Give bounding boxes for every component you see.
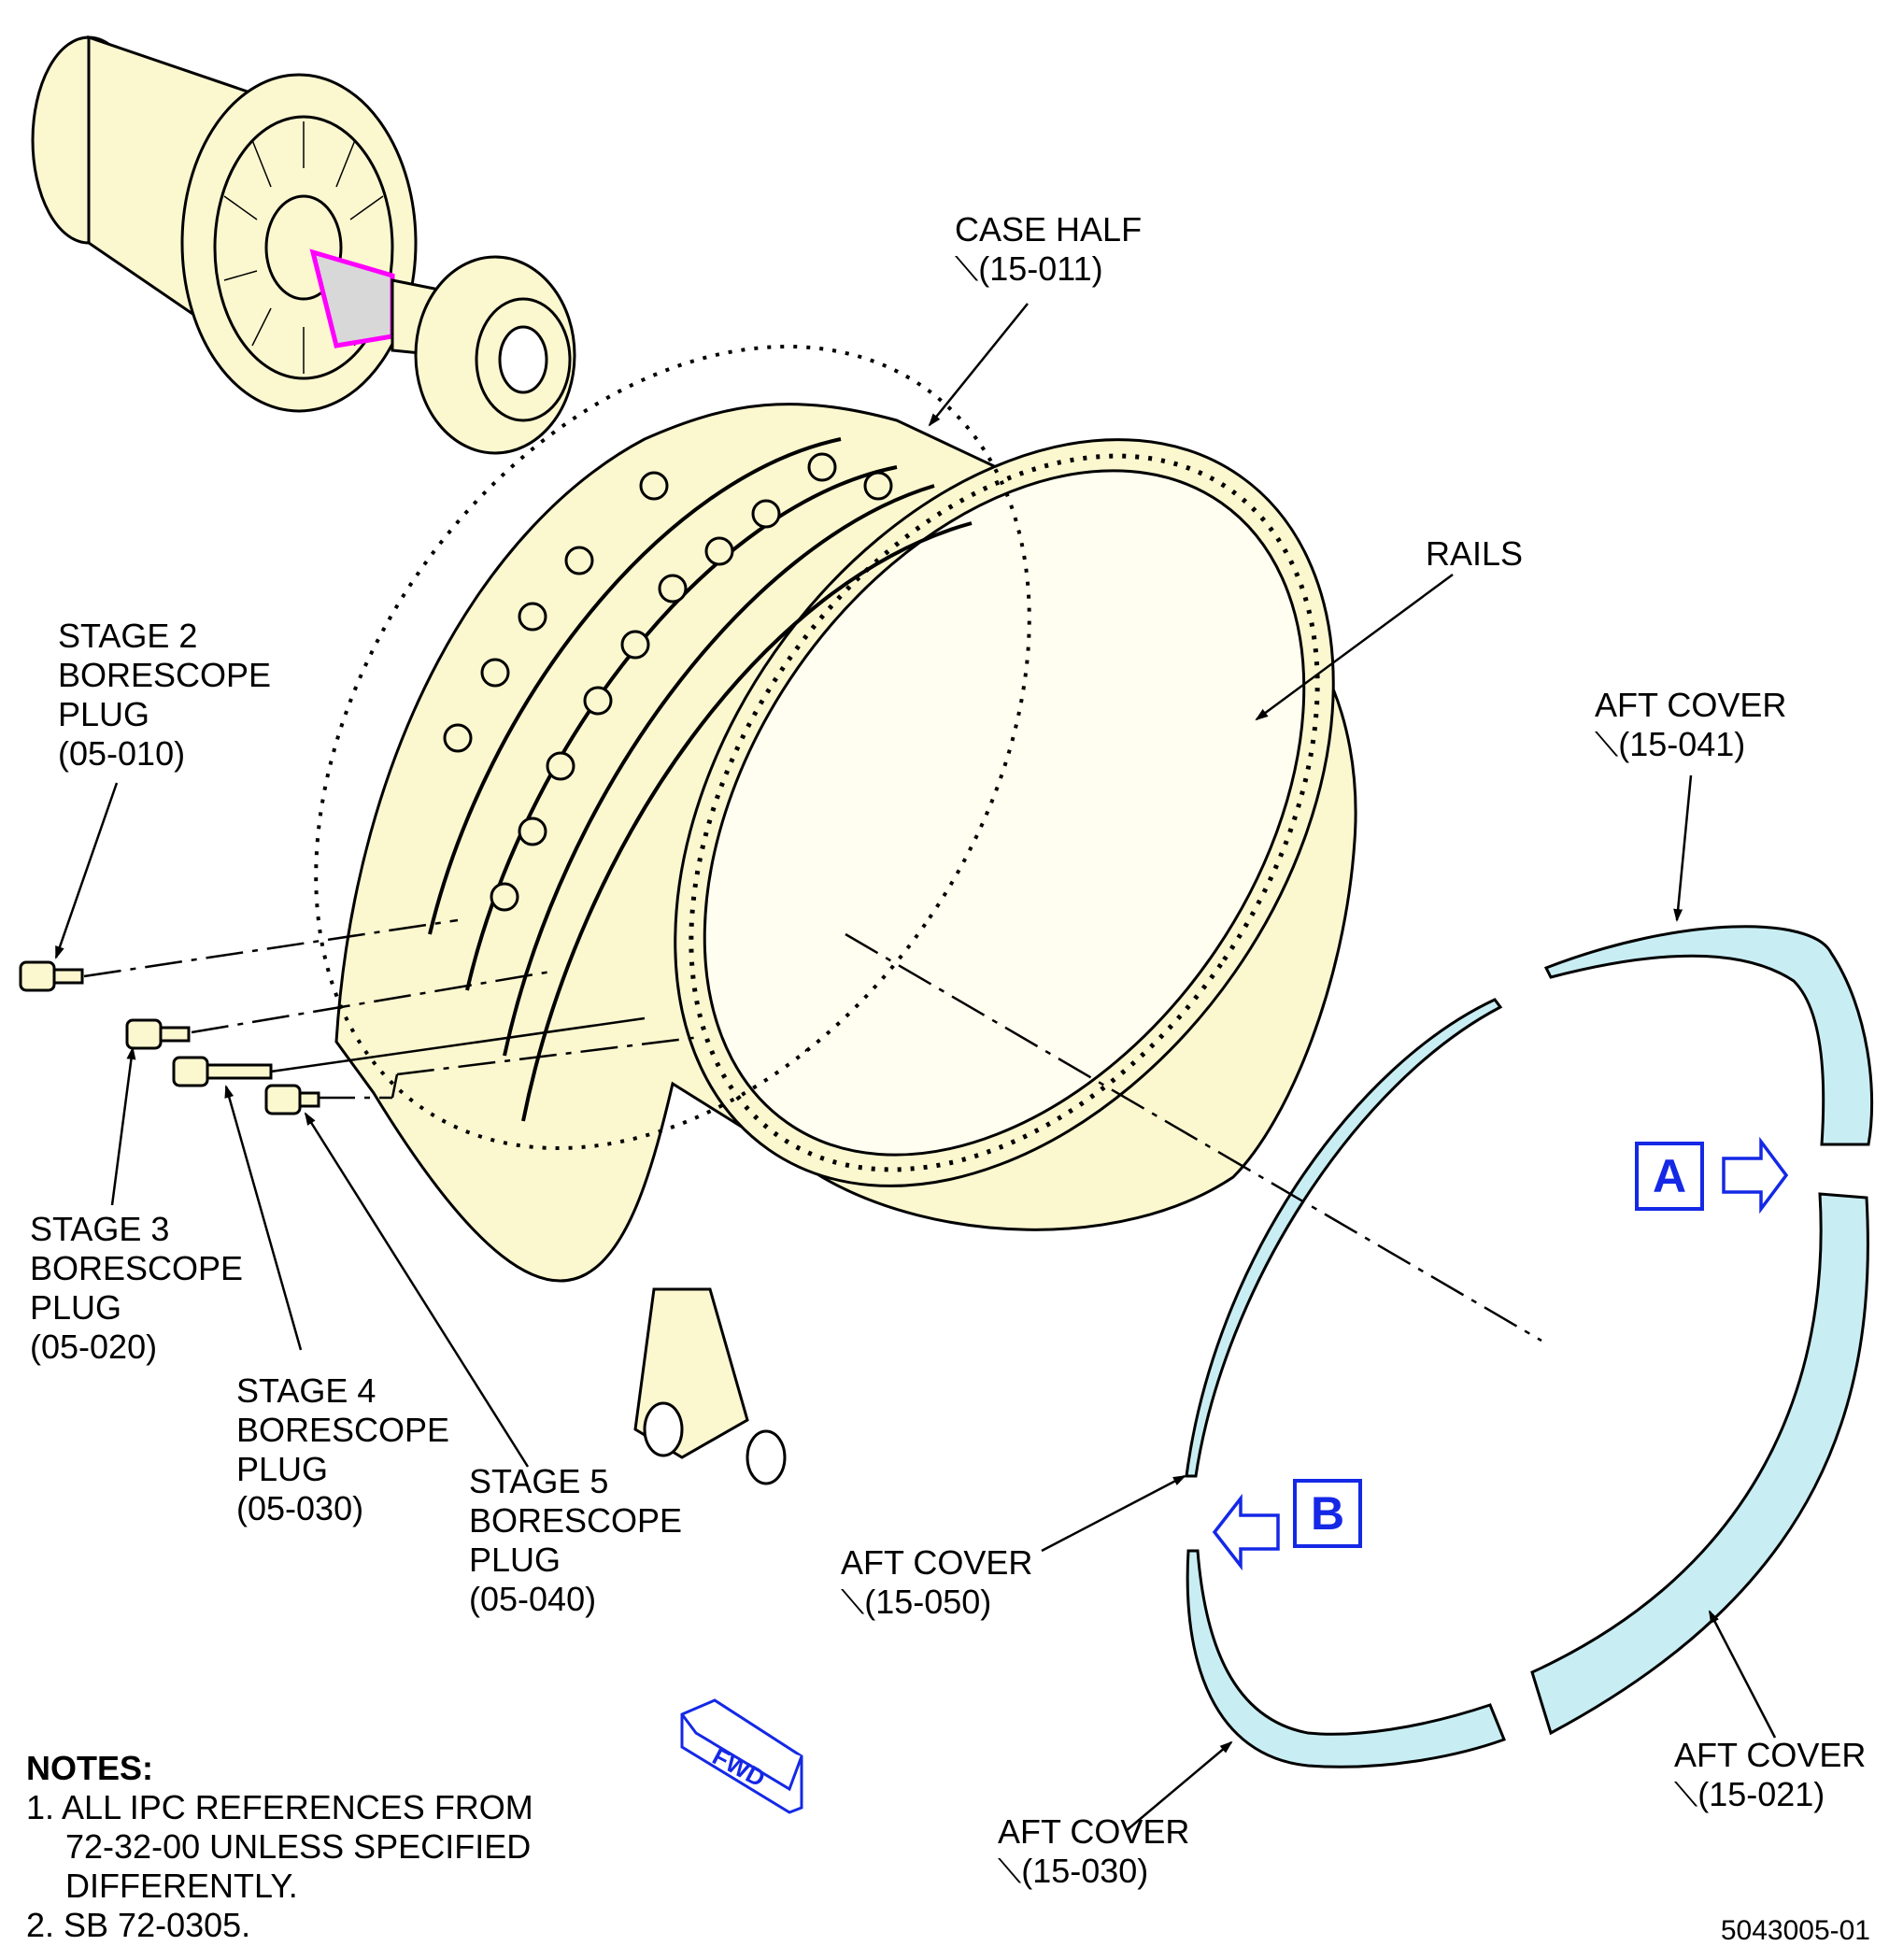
centerline-dashes	[83, 918, 1542, 1342]
stage3-l2: BORESCOPE	[30, 1249, 244, 1287]
stage5-l3: PLUG	[469, 1541, 561, 1579]
aft-cover-021-name: AFT COVER	[1674, 1736, 1867, 1774]
label-rails: RAILS	[1426, 534, 1523, 574]
case-half-illustration	[314, 344, 1357, 1485]
aft-cover-050-name: AFT COVER	[841, 1543, 1033, 1582]
aft-cover-050-shape	[1185, 998, 1503, 1478]
stage2-l1: STAGE 2	[58, 617, 198, 655]
engine-locator-icon	[31, 35, 576, 455]
aft-cover-041-ref: ⟍(15-041)	[1595, 725, 1786, 764]
sb-flag-icon: ⟍	[955, 249, 979, 288]
view-a-callout[interactable]: A	[1635, 1142, 1704, 1211]
aft-cover-050-ref: ⟍(15-050)	[841, 1583, 1032, 1622]
stage5-l1: STAGE 5	[469, 1462, 609, 1500]
aft-cover-030-name: AFT COVER	[998, 1812, 1190, 1851]
sb-flag-icon: ⟍	[841, 1583, 865, 1621]
label-aft-cover-021: AFT COVER ⟍(15-021)	[1674, 1736, 1866, 1814]
label-stage3: STAGE 3 BORESCOPE PLUG (05-020)	[30, 1210, 243, 1367]
stage3-l3: PLUG	[30, 1288, 122, 1327]
notes-block: NOTES: 1. ALL IPC REFERENCES FROM 72-32-…	[26, 1749, 533, 1945]
aft-cover-030-ref: ⟍(15-030)	[998, 1852, 1189, 1891]
borescope-plug-icons	[19, 960, 320, 1115]
label-aft-cover-030: AFT COVER ⟍(15-030)	[998, 1812, 1189, 1891]
label-aft-cover-041: AFT COVER ⟍(15-041)	[1595, 686, 1786, 764]
label-aft-cover-050: AFT COVER ⟍(15-050)	[841, 1543, 1032, 1622]
stage5-ref: (05-040)	[469, 1580, 597, 1618]
figure-number: 5043005-01	[1720, 1915, 1870, 1946]
aft-cover-030-ref-text: (15-030)	[1021, 1852, 1149, 1890]
stage4-l1: STAGE 4	[236, 1371, 376, 1410]
sb-flag-icon: ⟍	[998, 1852, 1022, 1890]
sb-flag-icon: ⟍	[1595, 725, 1619, 763]
note-1-line-1: 1. ALL IPC REFERENCES FROM	[26, 1788, 533, 1826]
aft-cover-030-shape	[1186, 1549, 1506, 1768]
aft-cover-041-shape	[1543, 925, 1874, 1146]
case-half-ref-text: (15-011)	[978, 249, 1103, 288]
stage4-l2: BORESCOPE	[236, 1411, 450, 1449]
stage4-ref: (05-030)	[236, 1489, 364, 1527]
stage4-l3: PLUG	[236, 1450, 329, 1488]
case-half-name: CASE HALF	[955, 210, 1143, 249]
label-stage4: STAGE 4 BORESCOPE PLUG (05-030)	[236, 1371, 449, 1528]
plug-4-axis	[270, 1016, 646, 1073]
stage2-l2: BORESCOPE	[58, 656, 272, 694]
aft-cover-021-shape	[1530, 1192, 1869, 1736]
sb-flag-icon: ⟍	[1674, 1775, 1698, 1813]
aft-cover-021-ref: ⟍(15-021)	[1674, 1775, 1866, 1814]
fwd-arrow-icon	[680, 1698, 803, 1814]
label-stage2: STAGE 2 BORESCOPE PLUG (05-010)	[58, 617, 271, 774]
note-2: 2. SB 72-0305.	[26, 1906, 251, 1944]
view-b-arrow-icon	[1212, 1493, 1280, 1571]
leader-lines	[54, 303, 1777, 1832]
stage3-l1: STAGE 3	[30, 1210, 170, 1248]
aft-cover-041-ref-text: (15-041)	[1618, 725, 1746, 763]
aft-cover-050-ref-text: (15-050)	[864, 1583, 992, 1621]
view-a-arrow-icon	[1722, 1136, 1789, 1214]
label-case-half: CASE HALF ⟍(15-011)	[955, 210, 1142, 289]
note-1-line-3: DIFFERENTLY.	[65, 1867, 298, 1905]
label-stage5: STAGE 5 BORESCOPE PLUG (05-040)	[469, 1462, 682, 1619]
notes-heading: NOTES:	[26, 1749, 154, 1787]
aft-cover-021-ref-text: (15-021)	[1697, 1775, 1825, 1813]
stage3-ref: (05-020)	[30, 1328, 158, 1366]
case-half-ref: ⟍(15-011)	[955, 249, 1142, 289]
stage2-l3: PLUG	[58, 695, 150, 733]
view-b-callout[interactable]: B	[1293, 1479, 1362, 1548]
stage2-ref: (05-010)	[58, 734, 186, 773]
note-1-line-2: 72-32-00 UNLESS SPECIFIED	[65, 1827, 532, 1866]
aft-cover-041-name: AFT COVER	[1595, 686, 1787, 724]
stage5-l2: BORESCOPE	[469, 1501, 683, 1540]
rails-name: RAILS	[1426, 534, 1524, 573]
